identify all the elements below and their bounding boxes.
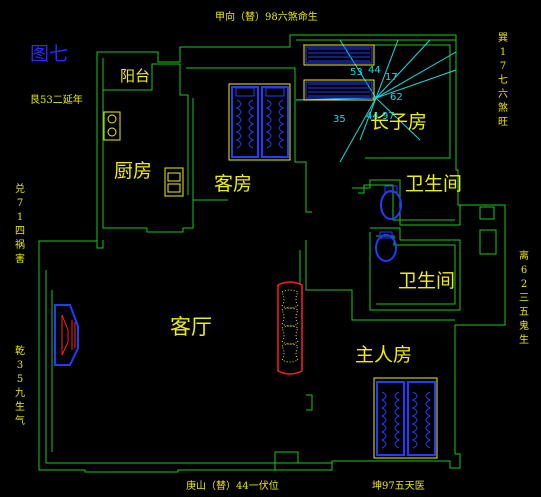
compass-number-35: 35	[333, 114, 346, 125]
kids-bed	[303, 44, 375, 101]
compass-number-44a: 44	[368, 65, 381, 76]
ray-8	[359, 97, 377, 141]
compass-rays	[295, 39, 457, 163]
bottom-left-direction-note: 庚山（替）44一伏位	[186, 481, 279, 492]
walls	[38, 34, 506, 473]
bath-1-wall	[352, 179, 461, 226]
toilet-2	[375, 231, 397, 262]
top-direction-note: 甲向（替）98六煞命生	[215, 12, 318, 23]
door-rect	[306, 394, 313, 411]
bottom-right-direction-note: 坤97五天医	[372, 481, 425, 492]
guest-room-inner	[192, 98, 228, 201]
ray-1	[375, 51, 457, 99]
room-label-master-room: 主人房	[355, 344, 413, 366]
living-room-right-detail	[274, 451, 299, 470]
room-label-living-room: 客厅	[170, 315, 212, 339]
kitchen-inner	[103, 63, 189, 195]
fireplace-icon	[54, 304, 79, 366]
room-label-bath-2: 卫生间	[398, 270, 456, 292]
living-wall-left	[39, 240, 104, 249]
room-label-kitchen: 厨房	[114, 160, 153, 182]
room-label-balcony: 阳台	[120, 67, 151, 85]
bath-1-inner	[358, 184, 455, 221]
bath-2-wall	[369, 227, 461, 311]
figure-label: 图七	[30, 43, 69, 65]
guest-room-wall	[186, 67, 312, 213]
ray-7	[339, 97, 377, 163]
compass-number-53: 53	[350, 67, 363, 78]
outer-wall-inner	[45, 270, 332, 464]
toilet-1	[380, 185, 402, 220]
shower-2	[479, 229, 497, 255]
kitchen-wall	[102, 58, 194, 233]
shower-1	[479, 206, 495, 220]
ray-2	[375, 69, 457, 99]
guest-bed	[228, 83, 291, 161]
ray-9	[375, 97, 421, 141]
sofa-icon	[277, 281, 303, 375]
room-label-bath-1: 卫生间	[405, 173, 463, 195]
left-note: 艮53二延年	[30, 95, 83, 106]
compass-number-44b: 44	[366, 111, 379, 122]
compass-number-62: 62	[390, 92, 403, 103]
room-label-kids-room: 长子房	[370, 111, 428, 133]
compass-number-17: 17	[385, 72, 398, 83]
room-label-guest-room: 客房	[214, 173, 253, 195]
sink-icon	[164, 167, 184, 197]
master-room-wall	[305, 240, 455, 321]
ray-4	[375, 39, 399, 99]
kids-room-inner	[303, 44, 451, 159]
ray-3	[375, 39, 431, 99]
stove-icon	[103, 111, 121, 141]
compass-number-97: 97	[382, 111, 395, 122]
master-bed	[373, 377, 438, 459]
outer-wall	[38, 34, 506, 473]
